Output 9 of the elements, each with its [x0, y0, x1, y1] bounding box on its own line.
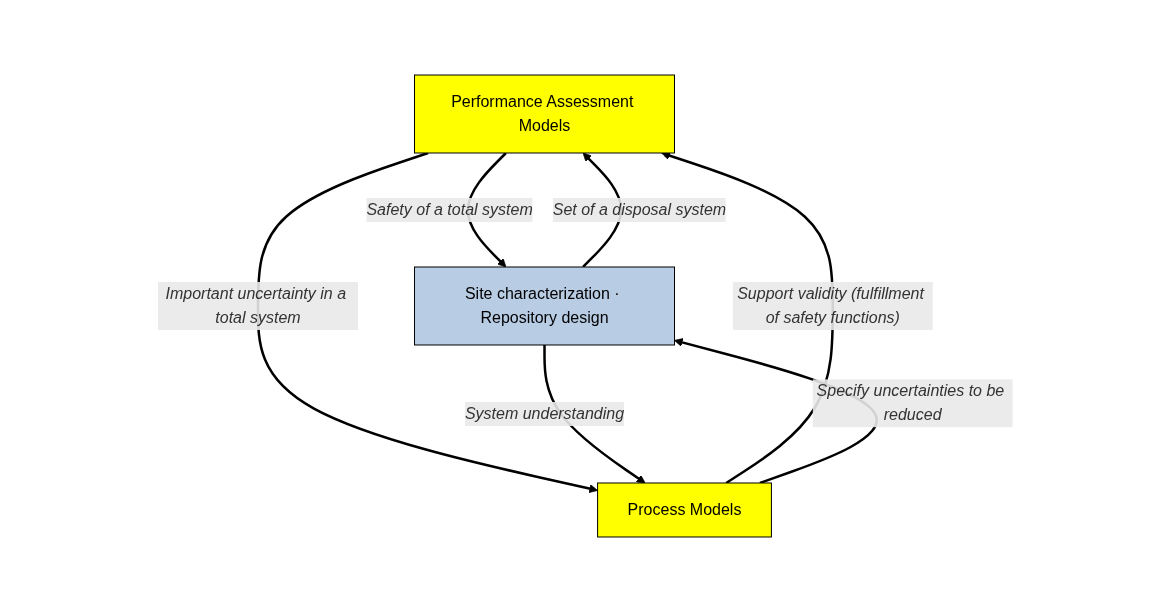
edge-label: System understanding	[465, 404, 625, 422]
node-box: Site characterization · Repository design	[414, 266, 676, 346]
node-box: Performance Assessment Models	[414, 74, 676, 154]
edge-label: Safety of a total system	[366, 201, 533, 218]
edge-label: Important uncertainty in a total system	[165, 284, 347, 326]
edge-label: Set of a disposal system	[552, 201, 727, 218]
edge-label: Support validity (fulfillment of safety functions)	[737, 284, 925, 326]
edge-label: Specify uncertainties to be reduced	[816, 382, 1005, 424]
node-box: Process Models	[597, 482, 773, 538]
